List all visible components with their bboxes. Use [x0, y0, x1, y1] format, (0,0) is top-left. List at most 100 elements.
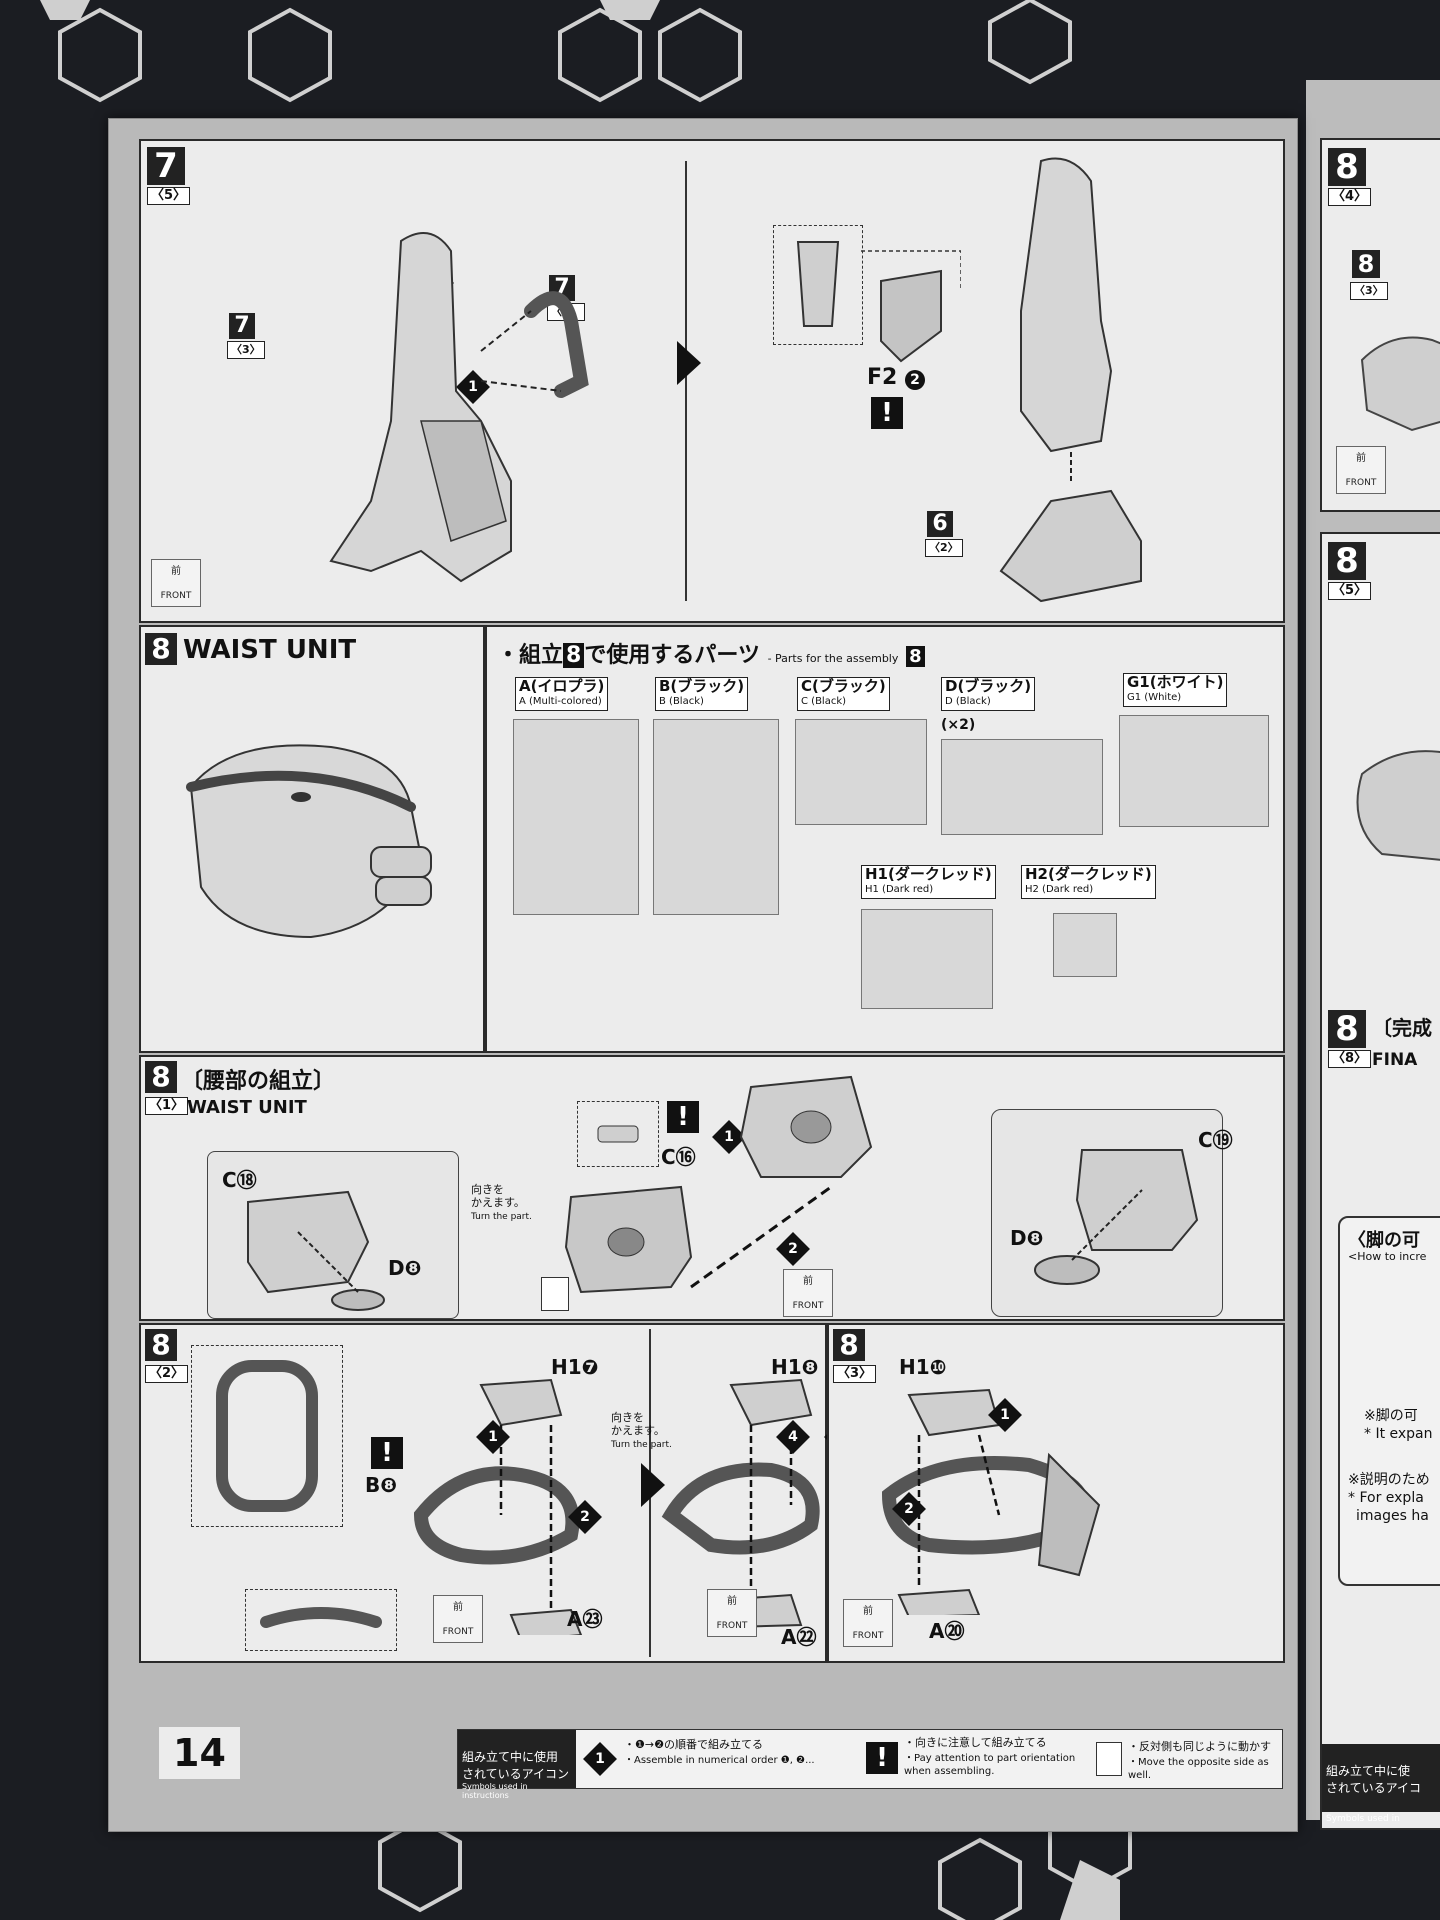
- ref-7-3-number: 7: [229, 313, 255, 339]
- step-number: 8: [833, 1329, 865, 1361]
- ref-6-sub: 〈2〉: [925, 539, 963, 557]
- waist-main-illustration: [564, 1185, 693, 1294]
- part-d8-right-label: D❽: [1010, 1226, 1044, 1250]
- ring-assembly-illustration: [413, 1378, 583, 1635]
- parts-heading-jp-b: で使用するパーツ: [584, 643, 760, 668]
- section-title: WAIST UNIT: [183, 635, 357, 665]
- step-sub: 〈4〉: [1328, 188, 1372, 206]
- symbols-heading-en: Symbols used in instructions: [462, 1782, 528, 1800]
- detail-box-right: C⑲ D❽: [991, 1109, 1233, 1317]
- detail-box-left: C⑱ D❽: [207, 1151, 459, 1319]
- symbols-legend: 組み立て中に使用 されているアイコン Symbols used in instr…: [457, 1729, 1283, 1800]
- ref-6-number: 6: [927, 511, 953, 537]
- runner-d-label: D(ブラック)D (Black): [941, 677, 1036, 711]
- connector-detail: [597, 1125, 639, 1143]
- part-c18-label: C⑱: [222, 1168, 257, 1192]
- step-sub: 〈5〉: [1328, 582, 1372, 600]
- attention-symbol-icon: !: [866, 1742, 898, 1774]
- detail-box-small: [577, 1101, 659, 1167]
- waist-half-illustration: [247, 1190, 385, 1311]
- order-marker-2: 2: [892, 1492, 926, 1526]
- ring-assembly-3-illustration: [881, 1388, 1101, 1615]
- leg-assembly-illustration: [329, 232, 589, 583]
- step-number: 8: [1328, 542, 1366, 580]
- step-sub: 〈2〉: [145, 1365, 189, 1383]
- leg-completed-illustration: [999, 157, 1142, 603]
- next-arrow-icon: [641, 1463, 665, 1507]
- attention-symbol-en: ・Pay attention to part orientation when …: [904, 1753, 1076, 1777]
- part-illustration: [1356, 750, 1440, 861]
- ref-number: 8: [1352, 250, 1380, 278]
- opposite-symbol-icon: [1096, 1742, 1122, 1776]
- note-1-en: * It expan: [1364, 1426, 1433, 1442]
- ref-7-3-sub: 〈3〉: [227, 341, 265, 359]
- ring-detail: [216, 1360, 318, 1512]
- part-h1-10-label: H1❿: [899, 1355, 947, 1379]
- part-a20-label: A⑳: [929, 1619, 965, 1643]
- runner-h2: [1053, 913, 1117, 977]
- leg-tip-box: 〈脚の可 <How to incre ※脚の可 * It expan ※説明のた…: [1338, 1216, 1440, 1586]
- right-step-8-8: 8 〔完成 〈8〉 FINA 〈脚の可 <How to incre ※脚の可 *…: [1320, 926, 1440, 1830]
- part-a22-label: A㉒: [781, 1625, 817, 1649]
- caution-icon: !: [667, 1101, 699, 1133]
- step-number: 8: [1328, 1010, 1366, 1048]
- part-c16-label: C⑯: [661, 1145, 696, 1169]
- step-7-panel: 7 〈5〉 7 〈3〉 7 〈4〉 2 1 F2 2 !: [139, 139, 1285, 623]
- note-1-jp: ※脚の可: [1364, 1408, 1418, 1424]
- turn-note-en: Turn the part.: [611, 1440, 672, 1450]
- runner-a-label: A(イロプラ)A (Multi-colored): [515, 677, 609, 711]
- step-number: 8: [145, 1329, 177, 1361]
- shin-armor-illustration: [861, 250, 961, 363]
- note-2-jp: ※説明のため: [1348, 1472, 1430, 1488]
- note-2-en-2: images ha: [1356, 1508, 1429, 1524]
- right-footer-en: Symbols used in: [1326, 1814, 1400, 1824]
- order-marker-4: 4: [776, 1420, 810, 1454]
- symbols-heading: 組み立て中に使用 されているアイコン Symbols used in instr…: [458, 1730, 576, 1800]
- right-footer-jp: 組み立て中に使 されているアイコ: [1326, 1764, 1422, 1795]
- step-sub: 〈1〉: [145, 1097, 189, 1115]
- order-marker-1: 1: [476, 1420, 510, 1454]
- detail-box-tube: [245, 1589, 397, 1651]
- runner-b-label: B(ブラック)B (Black): [655, 677, 749, 711]
- assembly-arrows: [690, 1185, 832, 1289]
- order-symbol-icon: 1: [583, 1742, 617, 1776]
- runner-d-count: (×2): [941, 717, 976, 733]
- waist-half-right-illustration: [1034, 1149, 1199, 1285]
- leg-tip-title: 〈脚の可: [1348, 1230, 1420, 1251]
- part-illustration: [1360, 336, 1440, 432]
- runner-h1: [861, 909, 993, 1009]
- step-title-jp: 〔完成: [1372, 1016, 1432, 1040]
- opposite-symbol-en: ・Move the opposite side as well.: [1128, 1757, 1269, 1781]
- waist-unit-illustration: [186, 744, 432, 939]
- opposite-side-icon: [541, 1277, 569, 1311]
- part-b8-label: B❽: [365, 1473, 398, 1497]
- parts-heading-num-2: 8: [906, 646, 925, 667]
- right-footer-symbols: 組み立て中に使 されているアイコ Symbols used in: [1322, 1744, 1440, 1824]
- order-marker-2: 2: [568, 1500, 602, 1534]
- turn-note-jp: 向きを かえます。: [471, 1183, 525, 1209]
- attention-symbol-jp: ・向きに注意して組み立てる: [904, 1736, 1047, 1749]
- turn-note-jp: 向きを かえます。: [611, 1411, 665, 1437]
- detail-box-ring: [191, 1345, 343, 1527]
- step-sub: 〈3〉: [833, 1365, 877, 1383]
- next-arrow-icon: [677, 341, 701, 385]
- part-h1-8-label: H1❽: [771, 1355, 819, 1379]
- tube-detail: [260, 1607, 382, 1628]
- order-symbol-en: ・Assemble in numerical order ❶, ❷...: [624, 1755, 815, 1766]
- step-number: 7: [147, 147, 185, 185]
- step-title-en: FINA: [1372, 1050, 1418, 1070]
- part-f2-label: F2 2: [867, 365, 926, 390]
- leg-tip-subtitle: <How to incre: [1348, 1250, 1427, 1263]
- step-title-jp: 〔腰部の組立〕: [181, 1069, 336, 1094]
- ref-sub: 〈3〉: [1350, 282, 1388, 300]
- symbols-heading-jp: 組み立て中に使用 されているアイコン: [462, 1750, 570, 1781]
- runner-d: [941, 739, 1103, 835]
- turn-note-en: Turn the part.: [471, 1212, 532, 1222]
